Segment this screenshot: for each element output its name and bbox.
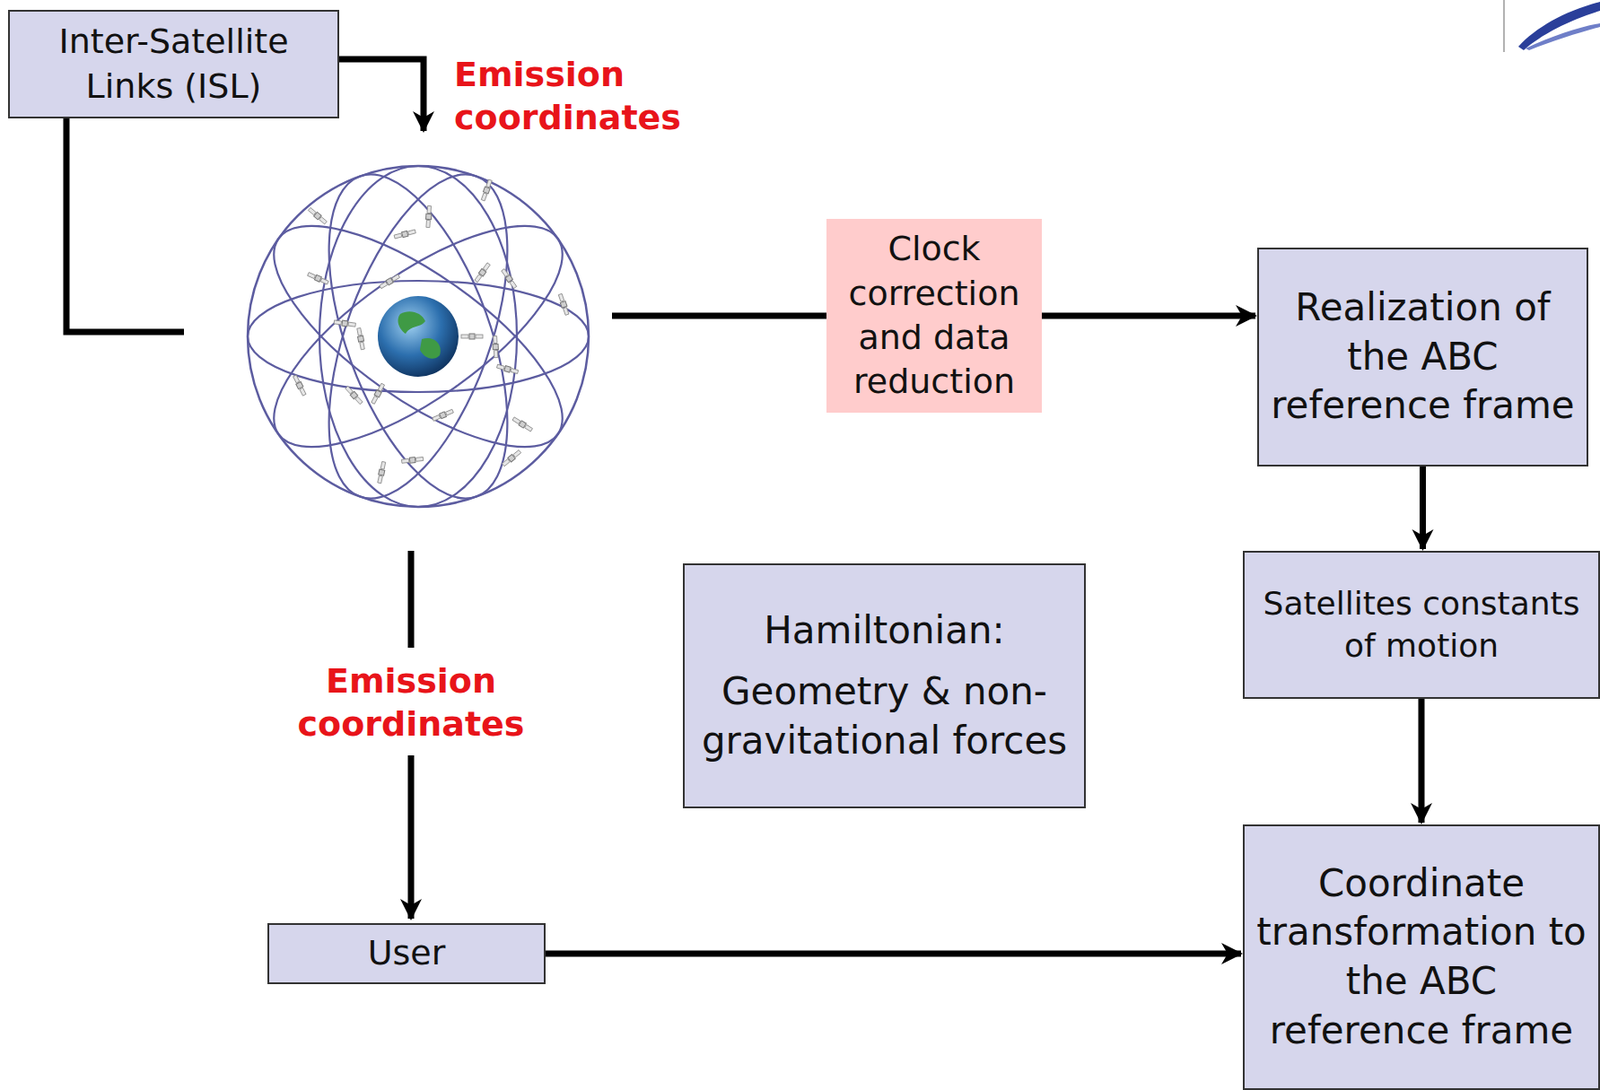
satellite-icon xyxy=(378,273,401,290)
box-text: Satellites constants of motion xyxy=(1253,583,1590,668)
constants-box: Satellites constants of motion xyxy=(1242,550,1600,700)
user-box: User xyxy=(267,923,546,985)
box-body-text: Geometry & non-gravitational forces xyxy=(693,667,1076,766)
satellite-icon xyxy=(431,408,454,422)
isl-link-line xyxy=(339,59,424,132)
satellite-icon xyxy=(401,455,424,464)
box-text: Realization of the ABC reference frame xyxy=(1267,283,1578,431)
flow-label: Emission coordinates xyxy=(258,660,564,746)
isl-box: Inter-Satellite Links (ISL) xyxy=(8,9,340,119)
flow-label: Emission coordinates xyxy=(454,53,751,140)
flow-arrow xyxy=(1041,313,1256,320)
box-text: Hamiltonian: xyxy=(763,606,1006,656)
satellite-icon xyxy=(461,333,483,340)
satellite-icon xyxy=(501,449,522,468)
satellite-icon xyxy=(480,179,493,202)
signal-line xyxy=(408,550,415,648)
box-text: Inter-Satellite Links (ISL) xyxy=(18,19,329,109)
satellite-constellation xyxy=(242,151,595,522)
process-box: Clock correction and data reduction xyxy=(826,218,1042,413)
isl-link-line xyxy=(66,118,184,333)
satellite-icon xyxy=(306,271,329,286)
satellite-icon xyxy=(425,205,433,228)
flow-arrow xyxy=(1419,466,1426,550)
satellite-icon xyxy=(557,293,569,316)
satellite-icon xyxy=(492,335,499,358)
flow-arrow xyxy=(545,951,1242,958)
satellite-icon xyxy=(511,416,534,433)
transformation-box: Coordinate transformation to the ABC ref… xyxy=(1242,824,1600,1090)
frame-box: Realization of the ABC reference frame xyxy=(1257,247,1589,467)
satellite-icon xyxy=(307,207,328,226)
satellite-icon xyxy=(356,327,366,350)
hamiltonian-box: Hamiltonian: Geometry & non-gravitational… xyxy=(682,563,1086,809)
signal-line xyxy=(612,313,827,320)
satellite-icon xyxy=(473,262,491,283)
flow-arrow xyxy=(1418,699,1426,823)
logo xyxy=(1503,0,1600,53)
box-text: User xyxy=(367,931,446,976)
satellite-icon xyxy=(496,363,519,375)
satellite-icon xyxy=(292,375,307,397)
box-text: Clock correction and data reduction xyxy=(835,227,1033,405)
satellite-icon xyxy=(500,268,518,289)
satellite-icon xyxy=(376,461,387,484)
satellite-icon xyxy=(344,385,364,406)
satellite-icon xyxy=(393,228,417,240)
signal-line xyxy=(408,755,415,919)
satellite-icon xyxy=(333,319,357,328)
satellite-icon xyxy=(370,383,386,405)
box-text: Coordinate transformation to the ABC ref… xyxy=(1253,859,1590,1056)
